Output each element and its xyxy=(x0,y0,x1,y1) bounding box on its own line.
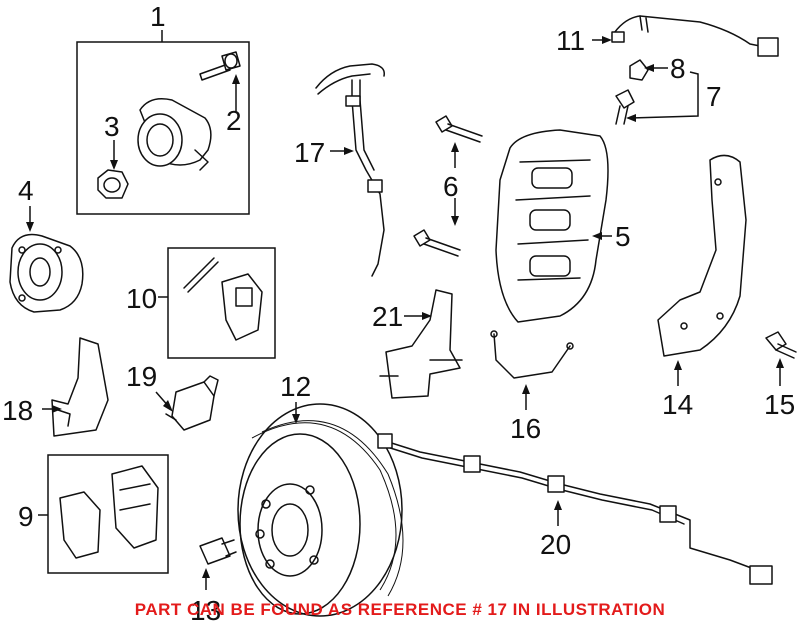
part-9-brake-pads xyxy=(38,454,169,574)
callout-4: 4 xyxy=(18,175,34,206)
part-19-sensor xyxy=(155,375,219,431)
part-5-brake-caliper xyxy=(495,129,612,323)
part-6-caliper-bolts xyxy=(413,115,483,257)
callout-10: 10 xyxy=(126,283,157,314)
part-12-brake-rotor xyxy=(237,402,404,617)
callout-8: 8 xyxy=(670,53,686,84)
callout-19: 19 xyxy=(126,361,157,392)
callout-21: 21 xyxy=(372,301,403,332)
part-15-shield-screw xyxy=(765,331,797,386)
callout-5: 5 xyxy=(615,221,631,252)
callout-18: 18 xyxy=(2,395,33,426)
callout-6: 6 xyxy=(443,171,459,202)
callout-3: 3 xyxy=(104,111,120,142)
callout-12: 12 xyxy=(280,371,311,402)
callout-17: 17 xyxy=(294,137,325,168)
callout-20: 20 xyxy=(540,529,571,560)
part-20-abs-harness xyxy=(377,433,773,585)
callout-16: 16 xyxy=(510,413,541,444)
part-10-hardware-kit xyxy=(158,247,276,359)
part-7-bleeder-screw xyxy=(615,71,699,125)
part-11-wear-sensor xyxy=(592,15,779,57)
callout-13: 13 xyxy=(190,595,221,626)
part-16-pad-wear-sensor xyxy=(490,330,574,410)
part-8-bleeder-cap xyxy=(629,59,668,81)
callout-14: 14 xyxy=(662,389,693,420)
part-17-brake-hose xyxy=(315,63,385,277)
callout-11: 11 xyxy=(556,25,585,56)
callout-7: 7 xyxy=(706,81,722,112)
part-4-wheel-hub xyxy=(9,206,84,313)
part-13-rotor-screw xyxy=(199,537,237,590)
callout-2: 2 xyxy=(226,105,242,136)
part-14-splash-shield xyxy=(657,154,747,386)
reference-note: PART CAN BE FOUND AS REFERENCE # 17 IN I… xyxy=(134,600,666,619)
part-1-bearing-kit xyxy=(76,30,250,215)
callout-9: 9 xyxy=(18,501,34,532)
part-18-bracket xyxy=(42,337,109,437)
callout-15: 15 xyxy=(764,389,795,420)
part-21-bracket xyxy=(379,289,463,399)
callout-1: 1 xyxy=(150,1,166,32)
